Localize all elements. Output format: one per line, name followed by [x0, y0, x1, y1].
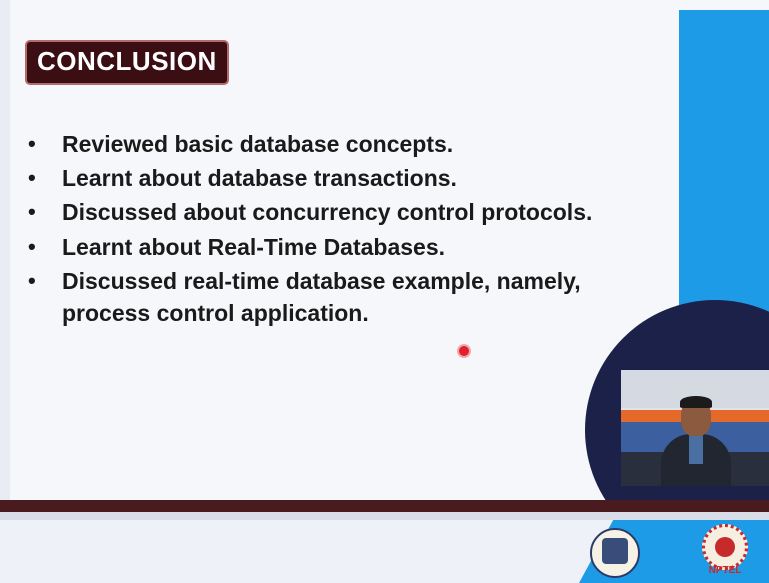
bullet-text: Discussed about concurrency control prot… — [62, 199, 593, 226]
bullet-text: Learnt about Real-Time Databases. — [62, 233, 446, 260]
presenter-shirt — [689, 434, 703, 464]
footer-light-band — [0, 512, 769, 520]
presenter-hair — [680, 396, 712, 408]
title-box: CONCLUSION — [25, 40, 229, 85]
slide-title: CONCLUSION — [37, 46, 217, 76]
presenter-video — [621, 370, 769, 486]
bullet-list: • Reviewed basic database concepts. • Le… — [28, 128, 618, 331]
bullet-text: Learnt about database transactions. — [62, 165, 457, 192]
bullet-item: • Reviewed basic database concepts. — [28, 128, 618, 160]
bullet-item: • Discussed about concurrency control pr… — [28, 196, 618, 228]
left-strip — [0, 0, 10, 500]
bullet-icon: • — [28, 165, 36, 191]
bullet-icon: • — [28, 267, 36, 293]
nptel-logo-icon — [702, 524, 748, 570]
footer-maroon-band — [0, 500, 769, 512]
iit-logo-emblem — [602, 538, 628, 564]
bullet-text: Reviewed basic database concepts. — [62, 131, 454, 157]
bullet-item: • Discussed real-time database example, … — [28, 265, 618, 329]
bullet-text: Discussed real-time database example, na… — [62, 267, 581, 326]
bullet-item: • Learnt about database transactions. — [28, 162, 618, 194]
bullet-icon: • — [28, 199, 36, 225]
nptel-logo-text: NPTEL — [708, 565, 742, 576]
bullet-icon: • — [28, 233, 36, 259]
bullet-icon: • — [28, 131, 36, 156]
iit-logo-icon — [590, 528, 640, 578]
bullet-item: • Learnt about Real-Time Databases. — [28, 231, 618, 263]
nptel-logo-emblem — [715, 537, 735, 557]
pointer-icon — [459, 346, 469, 356]
